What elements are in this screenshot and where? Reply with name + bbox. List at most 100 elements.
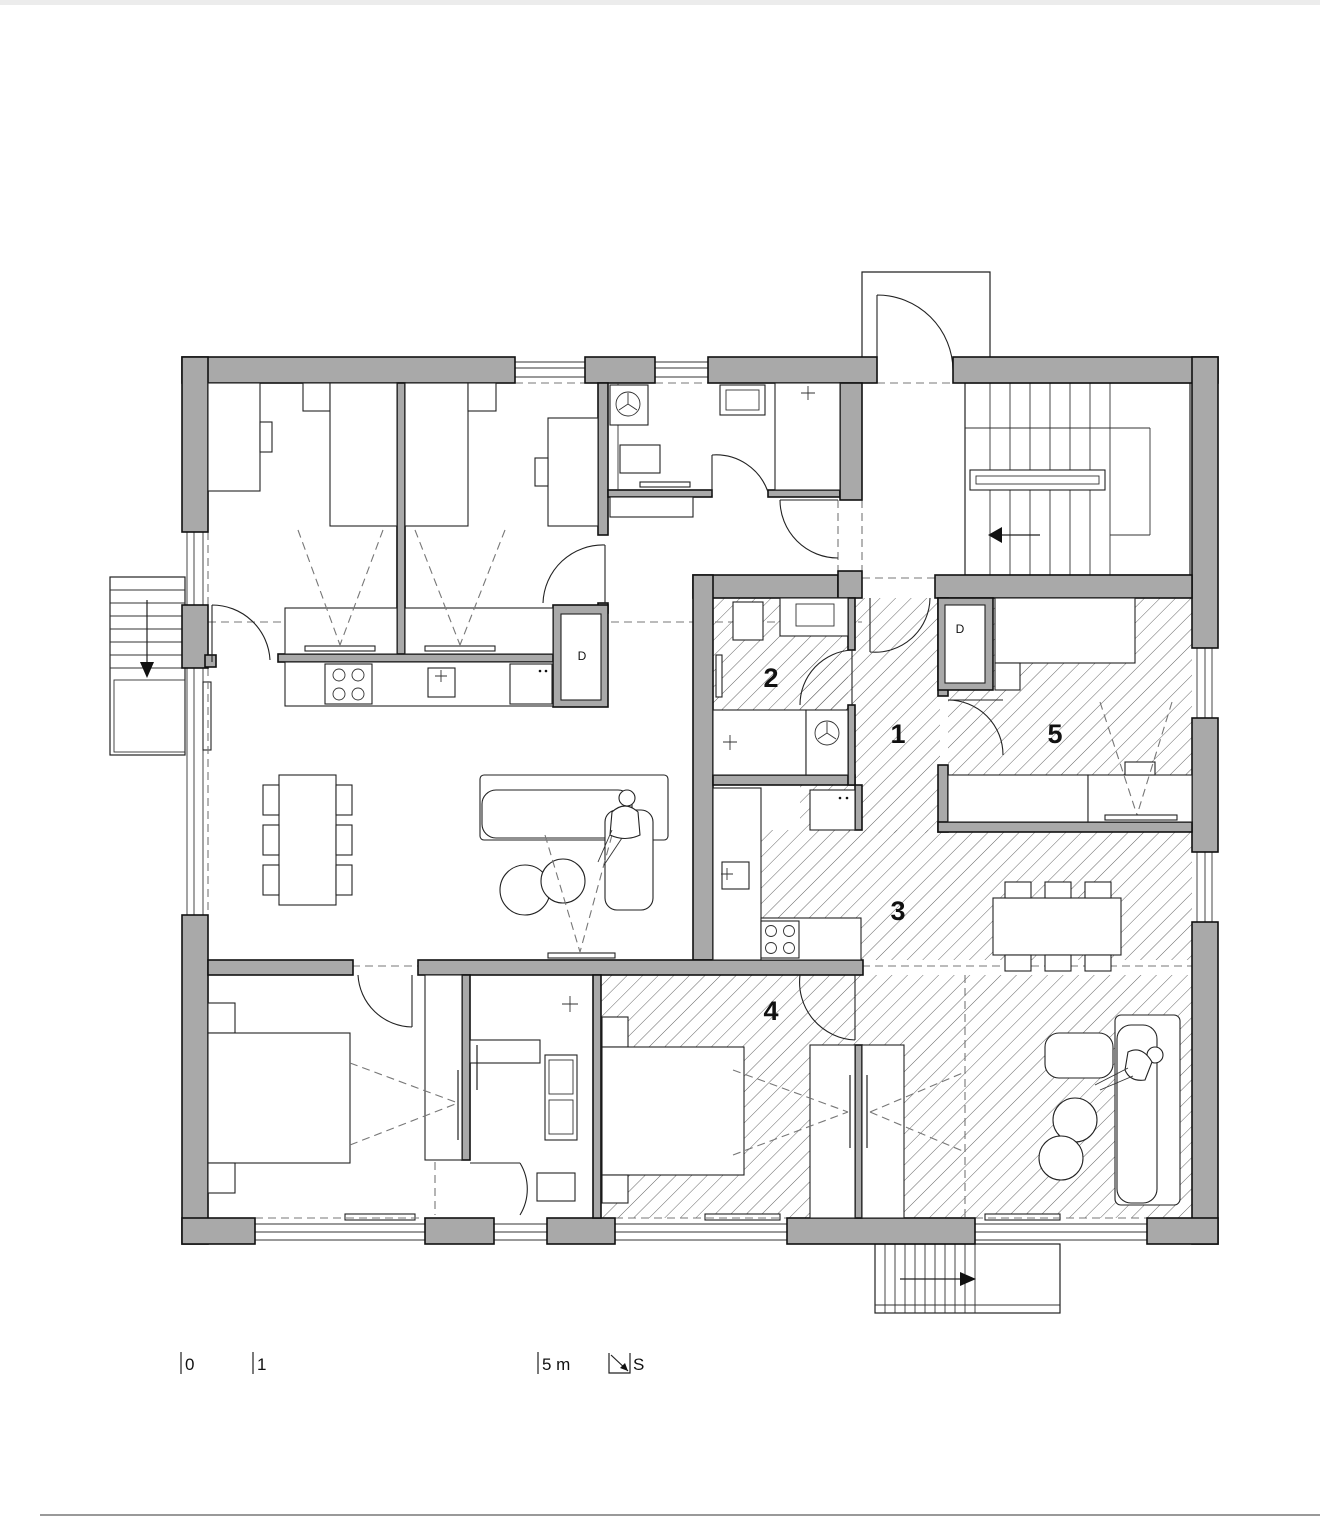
window-bottom-4	[975, 1213, 1147, 1241]
cabinet	[732, 601, 764, 641]
person-icon	[597, 789, 641, 866]
desk-2	[1087, 774, 1193, 823]
wardrobe	[424, 974, 463, 1161]
wall-top-4	[952, 356, 1219, 384]
door-room-5	[947, 699, 1004, 756]
bathroom-bottom-furniture	[469, 996, 578, 1202]
bedside-table	[207, 1002, 236, 1034]
bedroom-top-middle-furniture	[404, 382, 599, 655]
door-bedroom-3	[357, 974, 413, 1028]
window-bottom-2	[494, 1223, 547, 1241]
door-hall-bath	[779, 499, 839, 559]
hatch-room-1	[848, 598, 940, 833]
shelf	[609, 496, 694, 518]
desk	[207, 382, 261, 492]
wall-left-3	[181, 914, 209, 1245]
scale-tick-5: 5 m	[542, 1355, 570, 1374]
pouf	[1038, 1135, 1084, 1181]
bedside-table	[601, 1174, 629, 1204]
wall-room2-bottom	[712, 774, 856, 786]
door-room-1	[869, 597, 931, 653]
stair-arrow-icon	[900, 1272, 976, 1286]
room-5-furniture	[947, 597, 1193, 823]
door-bedroom-2	[542, 544, 606, 604]
room-labels: 1 2 3 4 5	[763, 663, 1062, 1026]
desk	[947, 774, 1089, 823]
wardrobe-2	[861, 1044, 905, 1219]
wall-room5-top	[934, 574, 1193, 599]
bed	[207, 1032, 351, 1164]
wall-top-3	[707, 356, 878, 384]
wall-south-rooms-1	[207, 959, 354, 976]
wardrobe	[809, 1044, 856, 1219]
wall-south-rooms-2	[417, 959, 864, 976]
room-2-furniture	[712, 597, 849, 776]
window-top-1	[515, 361, 585, 378]
cabinet	[469, 1039, 541, 1064]
bed	[994, 597, 1136, 664]
room-4-furniture	[601, 1016, 966, 1219]
north-orientation-icon	[608, 1353, 631, 1374]
wall-wardrobe-bath	[461, 974, 471, 1161]
orientation-label: S	[633, 1355, 644, 1374]
closet-right-mark: D	[956, 622, 965, 636]
window-right-1	[1196, 648, 1213, 718]
room-label-1: 1	[890, 719, 905, 749]
bedroom-bottom-left-furniture	[207, 974, 463, 1194]
bed	[404, 382, 469, 527]
wall-bottom-2	[424, 1217, 495, 1245]
closet-left-mark: D	[578, 649, 587, 663]
tv	[304, 645, 376, 652]
pouf	[540, 858, 586, 904]
staircase-bottom	[874, 1243, 1061, 1314]
dining-left	[262, 774, 353, 906]
bedside-table	[207, 1162, 236, 1194]
desk	[547, 417, 599, 527]
stair-arrow-icon	[988, 527, 1040, 543]
living-right-furniture	[1038, 1014, 1181, 1206]
window-top-2	[655, 361, 708, 378]
bathroom-top-furniture	[609, 382, 841, 518]
wall-bottom-1	[181, 1217, 256, 1245]
staircase-left	[109, 576, 186, 756]
towel-bar	[639, 481, 691, 488]
wall-right-2	[1191, 717, 1219, 853]
door-bathroom-bottom	[470, 1162, 528, 1216]
wall-room2-top	[692, 574, 839, 599]
closet-right: D	[944, 604, 986, 684]
wall-room5-bottom	[937, 821, 1193, 833]
bedside-table	[601, 1016, 629, 1048]
shelf	[715, 654, 723, 698]
window-bottom-3	[615, 1213, 787, 1241]
sink	[427, 667, 456, 698]
room-label-2: 2	[763, 663, 778, 693]
pouf	[1052, 1097, 1098, 1143]
wall-left-2	[181, 604, 209, 669]
room-label-4: 4	[763, 996, 778, 1026]
dining-table	[992, 897, 1122, 956]
stair-arrow-icon	[140, 600, 154, 678]
scale-bar: 0 1 5 m S	[180, 1352, 644, 1374]
scale-tick-0: 0	[185, 1355, 194, 1374]
wall-right-3	[1191, 921, 1219, 1245]
bedside-table	[467, 382, 497, 412]
wall-bedrooms-divider	[396, 382, 406, 656]
chair	[259, 421, 273, 453]
tv	[424, 645, 496, 652]
living-left	[479, 774, 669, 959]
wall-top-2	[584, 356, 656, 384]
wall-room2-right-2	[847, 704, 856, 786]
room-label-5: 5	[1047, 719, 1062, 749]
bedroom-top-left-furniture	[207, 382, 398, 655]
sink	[721, 861, 750, 890]
wall-left-notch	[204, 654, 217, 668]
washing-machine-icon	[805, 709, 849, 776]
windows	[186, 361, 1213, 1241]
staircase-top-right	[964, 382, 1191, 576]
window-left-1	[186, 532, 204, 605]
top-edge-bar	[0, 0, 1320, 5]
wall-room2-top-notch	[837, 570, 863, 599]
wall-bath-room4	[592, 974, 602, 1219]
wall-bedrooms-bottom	[277, 653, 556, 663]
